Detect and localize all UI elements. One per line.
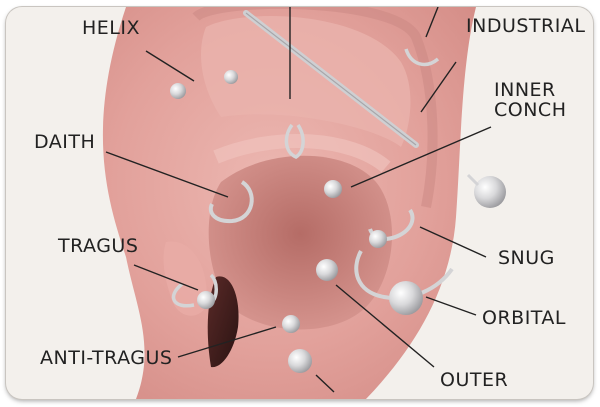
leader-snug bbox=[419, 226, 487, 258]
orbital-ring bbox=[354, 250, 454, 300]
label-tragus: TRAGUS bbox=[58, 235, 139, 257]
leader-tragus bbox=[133, 264, 199, 291]
scapha bbox=[201, 16, 411, 148]
ear-illustration bbox=[102, 7, 506, 399]
leader-anti-tragus bbox=[177, 326, 277, 358]
illustration-card: HELIX INDUSTRIAL INNER CONCH DAITH TRAGU… bbox=[6, 7, 593, 399]
tragus-ring bbox=[171, 282, 195, 308]
outer-conch-stud bbox=[316, 259, 338, 281]
lobe-stud bbox=[288, 349, 312, 373]
conch-ball-back bbox=[474, 176, 506, 208]
leader-outer bbox=[335, 284, 435, 368]
helix-stud-2 bbox=[224, 70, 238, 84]
antihelix bbox=[213, 133, 391, 173]
label-inner-conch: INNER CONCH bbox=[494, 79, 567, 121]
label-helix: HELIX bbox=[82, 17, 140, 39]
leader-top-right bbox=[425, 7, 439, 38]
daith-ring bbox=[208, 180, 254, 224]
snug-ball bbox=[369, 230, 387, 248]
leader-industrial bbox=[420, 61, 457, 113]
inner-conch-stud bbox=[324, 180, 342, 198]
leader-inner-conch bbox=[350, 126, 492, 188]
tragus-ball bbox=[197, 291, 215, 309]
leader-lobe bbox=[315, 374, 335, 393]
helix-stud-1 bbox=[170, 83, 186, 99]
label-outer: OUTER bbox=[440, 369, 509, 391]
leader-helix bbox=[145, 50, 195, 82]
leader-orbital bbox=[425, 296, 477, 316]
rook-ring bbox=[284, 123, 305, 159]
label-inner-conch-line2: CONCH bbox=[494, 98, 567, 121]
orbital-ball bbox=[389, 281, 423, 315]
label-daith: DAITH bbox=[34, 131, 96, 153]
concha bbox=[208, 155, 393, 330]
anti-tragus-stud bbox=[282, 315, 300, 333]
label-orbital: ORBITAL bbox=[482, 307, 567, 329]
label-anti-tragus: ANTI-TRAGUS bbox=[40, 347, 173, 369]
label-inner-conch-line1: INNER bbox=[494, 79, 556, 101]
label-industrial: INDUSTRIAL bbox=[466, 15, 586, 37]
label-snug: SNUG bbox=[498, 247, 555, 269]
helix-rim-ring bbox=[404, 48, 440, 67]
leader-daith bbox=[105, 151, 229, 198]
